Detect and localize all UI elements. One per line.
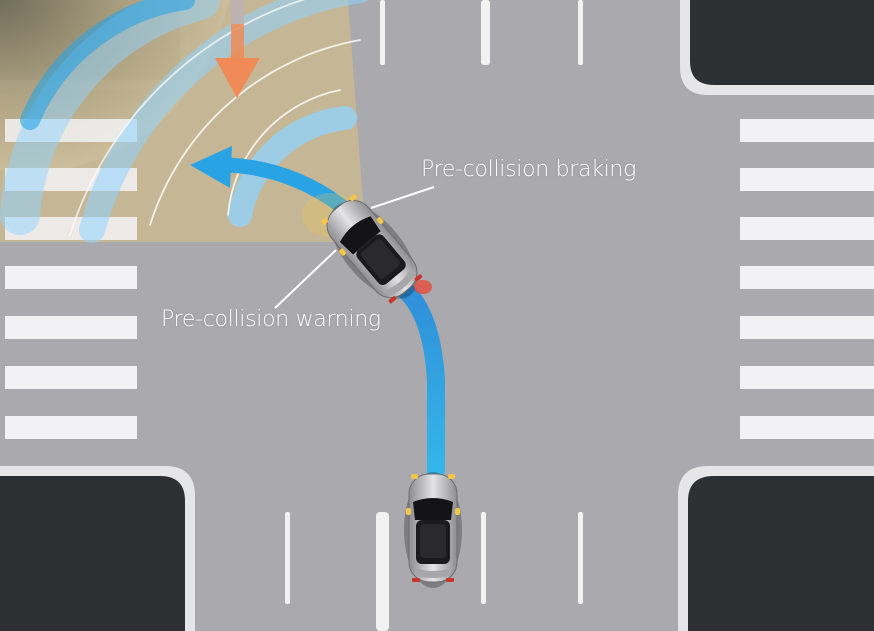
straight-car (403, 471, 463, 589)
sensor-waves (0, 0, 369, 243)
pre-collision-warning-label: Pre-collision warning (161, 307, 381, 332)
arrow-down-icon (215, 0, 260, 98)
corner-top-right (680, 0, 874, 95)
lane-markings-bottom (285, 512, 583, 631)
callout-line-braking (370, 186, 435, 209)
corner-bottom-left (0, 466, 195, 631)
corner-bottom-right (678, 466, 874, 631)
callout-line-warning (274, 249, 337, 309)
vehicle-path (396, 281, 445, 479)
arrow-left-icon (190, 146, 348, 213)
brake-light-glow (414, 280, 432, 294)
crosswalk-right (740, 119, 874, 439)
pre-collision-braking-label: Pre-collision braking (421, 157, 636, 182)
lane-markings-top (380, 0, 583, 65)
